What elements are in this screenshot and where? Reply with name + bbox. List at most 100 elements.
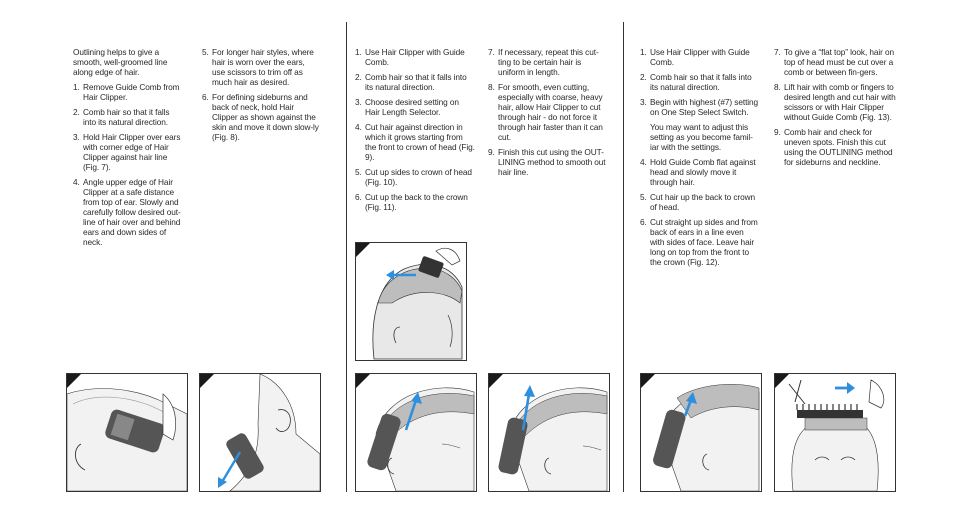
step-text: Comb hair and check for uneven spots. Fi… <box>784 127 893 167</box>
figure-corner-tab <box>67 374 81 388</box>
figure-13-illustration <box>774 373 896 492</box>
step-number: 1. <box>355 47 362 57</box>
list-item: 2.Comb hair so that it falls into its na… <box>355 72 475 92</box>
figure-9-illustration <box>355 242 467 361</box>
step-number: 6. <box>640 217 647 227</box>
figure-12-drawing <box>641 374 760 491</box>
figure-8-drawing <box>200 374 320 491</box>
comb-teeth <box>796 404 858 410</box>
figure-10-drawing <box>356 374 475 491</box>
list-item: 6.For defining sideburns and back of nec… <box>202 92 320 142</box>
hair-shape <box>512 393 608 437</box>
step-number: 3. <box>355 97 362 107</box>
direction-arrow-icon <box>404 399 418 431</box>
step-number: 5. <box>355 167 362 177</box>
step-text: Begin with highest (#7) setting on One S… <box>650 97 759 117</box>
step-list: 1.Remove Guide Comb from Hair Clipper. 2.… <box>73 82 183 247</box>
figure-11-illustration <box>488 373 610 492</box>
step-text: If necessary, repeat this cut-ting to be… <box>498 47 599 77</box>
step-number: 2. <box>640 72 647 82</box>
list-item: 5.Cut up sides to crown of head (Fig. 10… <box>355 167 475 187</box>
figure-7-drawing <box>67 374 187 491</box>
list-item: 1.Remove Guide Comb from Hair Clipper. <box>73 82 183 102</box>
figure-13-drawing <box>775 374 885 491</box>
figure-11-drawing <box>489 374 608 491</box>
step-number: 9. <box>488 147 495 157</box>
figure-8-illustration <box>199 373 321 492</box>
figure-7-illustration <box>66 373 188 492</box>
step-text: For defining sideburns and back of neck,… <box>212 92 319 142</box>
text-column-flat-top-1: 1.Use Hair Clipper with Guide Comb.2.Com… <box>640 47 760 272</box>
step-text: Comb hair so that it falls into its natu… <box>83 107 170 127</box>
step-text: Finish this cut using the OUT-LINING met… <box>498 147 606 177</box>
list-item: 3.Hold Hair Clipper over ears with corne… <box>73 132 183 172</box>
column-divider-left <box>346 22 347 492</box>
step-number: 8. <box>774 82 781 92</box>
step-text: For longer hair styles, where hair is wo… <box>212 47 314 87</box>
head-front-outline <box>791 421 879 491</box>
ear-icon <box>275 409 291 432</box>
step-number: 3. <box>73 132 80 142</box>
step-text: Cut hair up the back to crown of head. <box>650 192 756 212</box>
ear-icon <box>387 457 395 475</box>
text-column-short-cut-1: 1.Use Hair Clipper with Guide Comb. 2.Com… <box>355 47 475 217</box>
step-text: Hold Guide Comb flat against head and sl… <box>650 157 756 187</box>
ear-icon <box>75 443 86 471</box>
hair-clipper-icon <box>367 413 401 471</box>
arrowhead-icon <box>847 382 855 394</box>
figure-corner-tab <box>356 374 370 388</box>
step-number: 2. <box>355 72 362 82</box>
arrowhead-icon <box>686 392 697 404</box>
step-list: 5.For longer hair styles, where hair is … <box>202 47 320 142</box>
step-number: 2. <box>73 107 80 117</box>
settings-note: You may want to adjust this setting as y… <box>650 122 753 152</box>
step-text: To give a “flat top” look, hair on top o… <box>784 47 895 77</box>
step-list: 1.Use Hair Clipper with Guide Comb. 2.Com… <box>355 47 475 212</box>
list-item: 8.Lift hair with comb or fingers to desi… <box>774 82 896 122</box>
direction-arrow-icon <box>220 451 242 483</box>
step-list: 4.Hold Guide Comb flat against head and … <box>640 157 760 267</box>
figure-corner-tab <box>641 374 655 388</box>
step-text: Hold Hair Clipper over ears with corner … <box>83 132 181 172</box>
step-text: Cut up the back to the crown (Fig. 11). <box>365 192 468 212</box>
ear-icon <box>702 453 710 471</box>
hand-icon <box>868 379 885 409</box>
list-item: 6.Cut straight up sides and from back of… <box>640 217 760 267</box>
step-text: Comb hair so that it falls into its natu… <box>650 72 752 92</box>
step-number: 8. <box>488 82 495 92</box>
step-number: 5. <box>202 47 209 57</box>
eye-icon <box>582 445 602 451</box>
hair-shape <box>676 384 760 419</box>
arrowhead-icon <box>411 392 422 404</box>
list-item: 1.Use Hair Clipper with Guide Comb. <box>355 47 475 67</box>
step-number: 5. <box>640 192 647 202</box>
figure-corner-tab <box>775 374 789 388</box>
intro-paragraph: Outlining helps to give a smooth, well-g… <box>73 47 168 77</box>
figure-12-illustration <box>640 373 762 492</box>
clipper-blade <box>110 413 135 441</box>
eyes-icon <box>814 456 856 461</box>
list-item: 4.Hold Guide Comb flat against head and … <box>640 157 760 187</box>
hand-icon <box>435 247 461 266</box>
arrowhead-icon <box>218 477 227 488</box>
hair-clipper-icon <box>498 417 528 475</box>
arrowhead-icon <box>386 270 394 280</box>
hair-clipper-icon <box>226 433 264 479</box>
step-number: 9. <box>774 127 781 137</box>
step-number: 7. <box>488 47 495 57</box>
list-item: 4.Cut hair against direction in which it… <box>355 122 475 162</box>
step-number: 1. <box>640 47 647 57</box>
list-item: 3.Choose desired setting on Hair Length … <box>355 97 475 117</box>
list-item: 7.If necessary, repeat this cut-ting to … <box>488 47 608 77</box>
step-text: Cut straight up sides and from back of e… <box>650 217 758 267</box>
figure-corner-tab <box>200 374 214 388</box>
comb-icon <box>797 410 863 418</box>
step-number: 3. <box>640 97 647 107</box>
step-number: 7. <box>774 47 781 57</box>
list-item: 8.For smooth, even cutting, especially w… <box>488 82 608 142</box>
list-item: 6.Cut up the back to the crown (Fig. 11)… <box>355 192 475 212</box>
direction-arrow-icon <box>521 393 531 431</box>
ear-icon <box>544 457 552 475</box>
step-text: Lift hair with comb or fingers to desire… <box>784 82 896 122</box>
figure-corner-tab <box>356 243 370 257</box>
